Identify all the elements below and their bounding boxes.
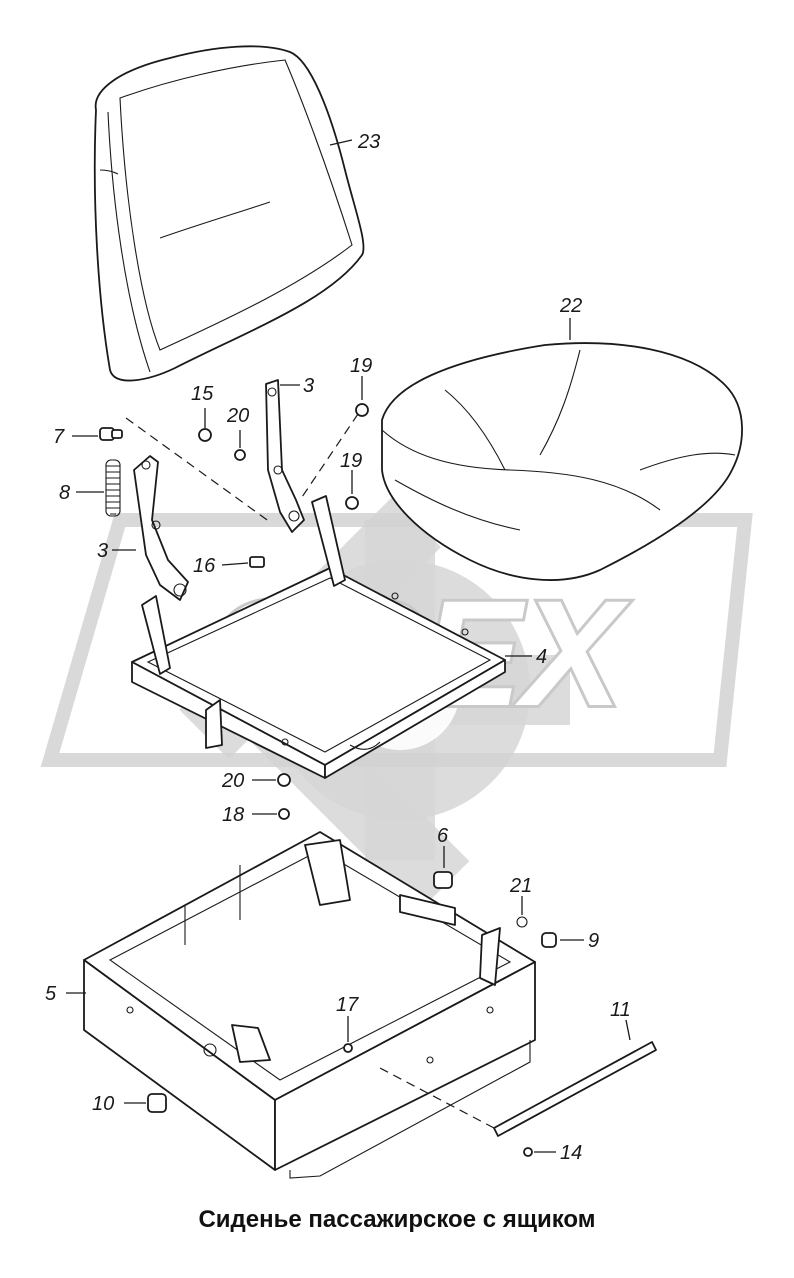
seat-backrest-part bbox=[93, 45, 365, 382]
callout-5: 5 bbox=[45, 983, 57, 1005]
callout-3-lower: 3 bbox=[97, 540, 108, 562]
callout-22: 22 bbox=[559, 295, 582, 317]
plug-10-part bbox=[147, 1093, 167, 1113]
cap-9-part bbox=[541, 932, 557, 948]
callout-8: 8 bbox=[59, 482, 70, 504]
callout-18: 18 bbox=[222, 804, 244, 826]
bumper-6-part bbox=[433, 871, 453, 889]
callout-15: 15 bbox=[191, 383, 214, 405]
callout-14: 14 bbox=[560, 1142, 582, 1164]
callout-labels: 23 22 15 3 19 20 7 19 8 3 16 4 20 18 6 2… bbox=[45, 131, 631, 1164]
rod-11-part bbox=[493, 1041, 657, 1137]
callout-6: 6 bbox=[437, 825, 449, 847]
callout-11: 11 bbox=[610, 999, 631, 1021]
callout-17: 17 bbox=[336, 994, 359, 1016]
callout-16: 16 bbox=[193, 555, 216, 577]
callout-7: 7 bbox=[53, 426, 65, 448]
callout-10: 10 bbox=[92, 1093, 114, 1115]
clip-21-part bbox=[516, 916, 528, 928]
callout-9: 9 bbox=[588, 930, 599, 952]
hinge-bracket-part bbox=[265, 379, 305, 533]
callout-3-upper: 3 bbox=[303, 375, 314, 397]
hinge-bracket-part bbox=[133, 455, 189, 601]
seat-cushion-part bbox=[381, 342, 743, 581]
callout-23: 23 bbox=[357, 131, 380, 153]
nut-19-upper-part bbox=[355, 403, 369, 417]
callout-20-lower: 20 bbox=[221, 770, 244, 792]
nut-15-part bbox=[198, 428, 212, 442]
leader-lines bbox=[66, 139, 631, 1153]
bolt-part bbox=[99, 427, 123, 441]
callout-19-lower: 19 bbox=[340, 450, 362, 472]
nut-18-part bbox=[278, 808, 290, 820]
callout-21: 21 bbox=[509, 875, 532, 897]
callout-4: 4 bbox=[536, 646, 547, 668]
screw-14-part bbox=[523, 1147, 533, 1157]
nut-19-lower-part bbox=[345, 496, 359, 510]
callout-20-upper: 20 bbox=[226, 405, 249, 427]
seat-frame-part bbox=[131, 495, 506, 779]
screw-17-part bbox=[343, 1043, 353, 1053]
spring-part bbox=[105, 459, 121, 517]
bolt-16-part bbox=[249, 556, 265, 568]
callout-19-upper: 19 bbox=[350, 355, 372, 377]
washer-20-part bbox=[234, 449, 246, 461]
diagram-caption: Сиденье пассажирское с ящиком bbox=[198, 1206, 596, 1233]
washer-20-lower-part bbox=[277, 773, 291, 787]
seat-box-part bbox=[83, 831, 536, 1179]
